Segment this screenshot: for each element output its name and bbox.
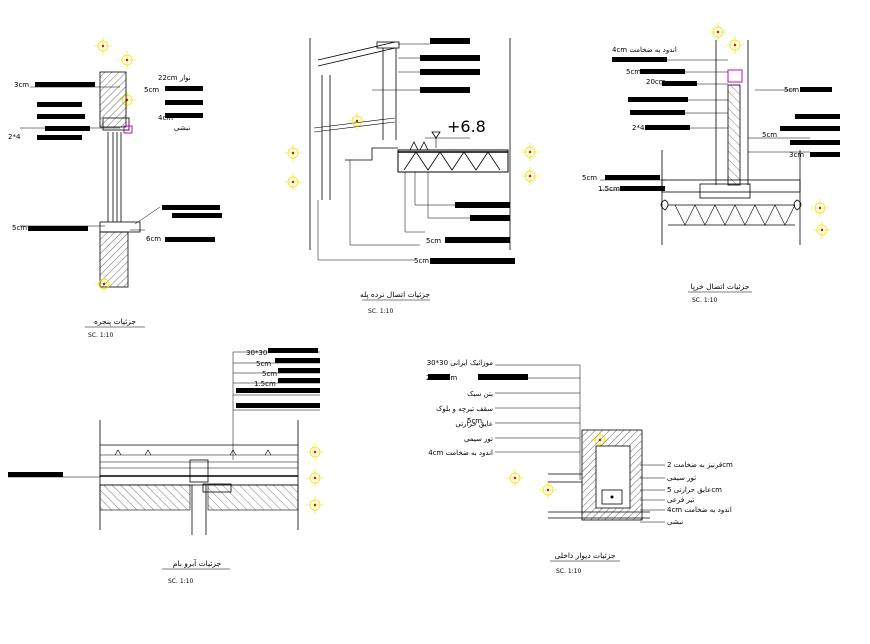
wall-scale: SC. 1:10 <box>556 568 581 575</box>
wall-right-1: تور سیمی <box>667 474 696 482</box>
wall-left-0: 30*30 موزائیک ایرانی <box>427 359 494 367</box>
detail-roof: 30*30 5cm 5cm 1.5cm جزئیات آبرو بام SC. … <box>8 348 325 585</box>
stair-level: +6.8 <box>447 117 486 136</box>
truss-label-7: 5cm <box>582 174 597 182</box>
roof-label-3: 1.5cm <box>254 380 276 388</box>
window-label-2: 5cm <box>144 86 159 94</box>
window-label-7: 6cm <box>146 235 161 243</box>
truss-scale: SC. 1:10 <box>692 297 717 304</box>
detail-window: 3cm 22cm نوار 5cm 4cm نبشی 2*4 5cm 6cm ج… <box>8 36 222 339</box>
detail-truss: 4cm اندود به ضخامت 5cm 20cm 5cm 2*4 5cm … <box>582 22 840 304</box>
truss-label-3: 5cm <box>784 86 799 94</box>
window-label-4: نبشی <box>174 124 190 132</box>
roof-label-1: 5cm <box>256 360 271 368</box>
wall-right-5: نبشی <box>667 518 683 526</box>
wall-left-1: 25C 5cm <box>426 374 457 382</box>
wall-title: جزئیات دیوار داخلی <box>554 551 615 560</box>
wall-right-4: 4cm اندود به ضخامت <box>667 506 732 514</box>
window-label-5: 2*4 <box>8 133 21 141</box>
window-scale: SC. 1:10 <box>88 332 113 339</box>
wall-left-7: 4cm اندود به ضخامت <box>428 449 493 457</box>
stair-label-1: 5cm <box>414 257 429 265</box>
wall-left-3: سقف تیرچه و بلوک <box>436 405 493 413</box>
truss-label-2: 20cm <box>646 78 666 86</box>
detail-wall: 30*30 موزائیک ایرانی 25C 5cm بتن سبک سقف… <box>426 359 733 575</box>
truss-title: جزئیات اتصال خرپا <box>691 282 750 291</box>
wall-left-2: بتن سبک <box>467 390 493 398</box>
wall-right-3: تیر فرعی <box>667 496 694 504</box>
wall-left-4: عایق حرارتی <box>455 420 493 428</box>
roof-title: جزئیات آبرو بام <box>173 558 222 568</box>
roof-label-2: 5cm <box>262 370 277 378</box>
roof-scale: SC. 1:10 <box>168 578 193 585</box>
truss-label-5: 5cm <box>762 131 777 139</box>
wall-right-0: قرنیز به ضخامت 2cm <box>667 461 733 469</box>
stair-scale: SC. 1:10 <box>368 308 393 315</box>
window-label-6: 5cm <box>12 224 27 232</box>
window-title: جزئیات پنجره <box>94 317 136 326</box>
truss-label-4: 2*4 <box>632 124 645 132</box>
roof-label-0: 30*30 <box>246 349 267 357</box>
wall-left-6: تور سیمی <box>464 435 493 443</box>
truss-label-0: 4cm اندود به ضخامت <box>612 46 677 54</box>
truss-label-6: 3cm <box>789 151 804 159</box>
wall-right-2: عایق حرارتی 5cm <box>667 486 722 494</box>
stair-title: جزئیات اتصال نرده پله <box>360 290 430 299</box>
truss-label-8: 1.5cm <box>598 185 620 193</box>
window-label-0: 3cm <box>14 81 29 89</box>
wall-left-5: 5cm <box>467 417 482 425</box>
window-label-1: 22cm نوار <box>158 74 191 82</box>
truss-label-1: 5cm <box>626 68 641 76</box>
window-label-3: 4cm <box>158 114 173 122</box>
stair-label-0: 5cm <box>426 237 441 245</box>
detail-stair: +6.8 5cm 5cm جزئیات اتصال نرده پله SC. 1… <box>283 38 540 315</box>
